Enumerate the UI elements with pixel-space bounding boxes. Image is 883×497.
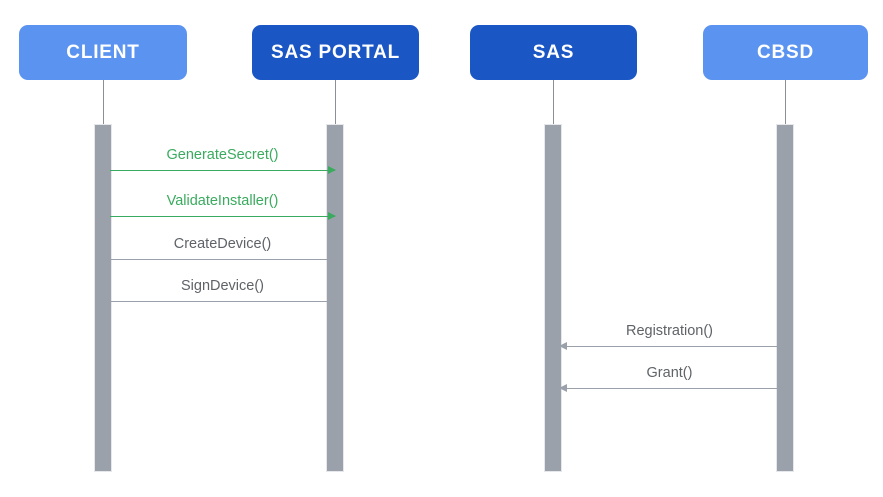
lifeline-stem-cbsd — [785, 80, 786, 124]
lifeline-stem-sas-portal — [335, 80, 336, 124]
arrowhead-icon — [328, 255, 336, 263]
message-line — [110, 216, 335, 217]
message-line — [560, 388, 779, 389]
participant-box-sas-portal[interactable]: SAS PORTAL — [252, 25, 419, 80]
activation-bar-cbsd — [776, 124, 794, 472]
participant-box-client[interactable]: CLIENT — [19, 25, 187, 80]
message-line — [110, 170, 335, 171]
participant-label: SAS PORTAL — [270, 41, 401, 63]
arrowhead-icon — [328, 166, 336, 174]
message-label: Registration() — [625, 323, 714, 340]
message-label: GenerateSecret() — [166, 147, 279, 164]
participant-box-sas[interactable]: SAS — [470, 25, 637, 80]
message-label: Grant() — [646, 365, 693, 382]
participant-box-cbsd[interactable]: CBSD — [703, 25, 868, 80]
arrowhead-icon — [559, 384, 567, 392]
participant-label: SAS — [532, 41, 575, 63]
participant-label: CLIENT — [66, 41, 140, 63]
lifeline-stem-client — [103, 80, 104, 124]
message-line — [110, 301, 335, 302]
arrowhead-icon — [559, 342, 567, 350]
activation-bar-client — [94, 124, 112, 472]
lifeline-stem-sas — [553, 80, 554, 124]
message-label: SignDevice() — [181, 278, 264, 295]
arrowhead-icon — [328, 212, 336, 220]
message-line — [110, 259, 335, 260]
participant-label: CBSD — [756, 41, 815, 63]
activation-bar-sas — [544, 124, 562, 472]
message-label: ValidateInstaller() — [166, 193, 279, 210]
arrowhead-icon — [328, 297, 336, 305]
message-label: CreateDevice() — [173, 236, 272, 253]
message-line — [560, 346, 779, 347]
